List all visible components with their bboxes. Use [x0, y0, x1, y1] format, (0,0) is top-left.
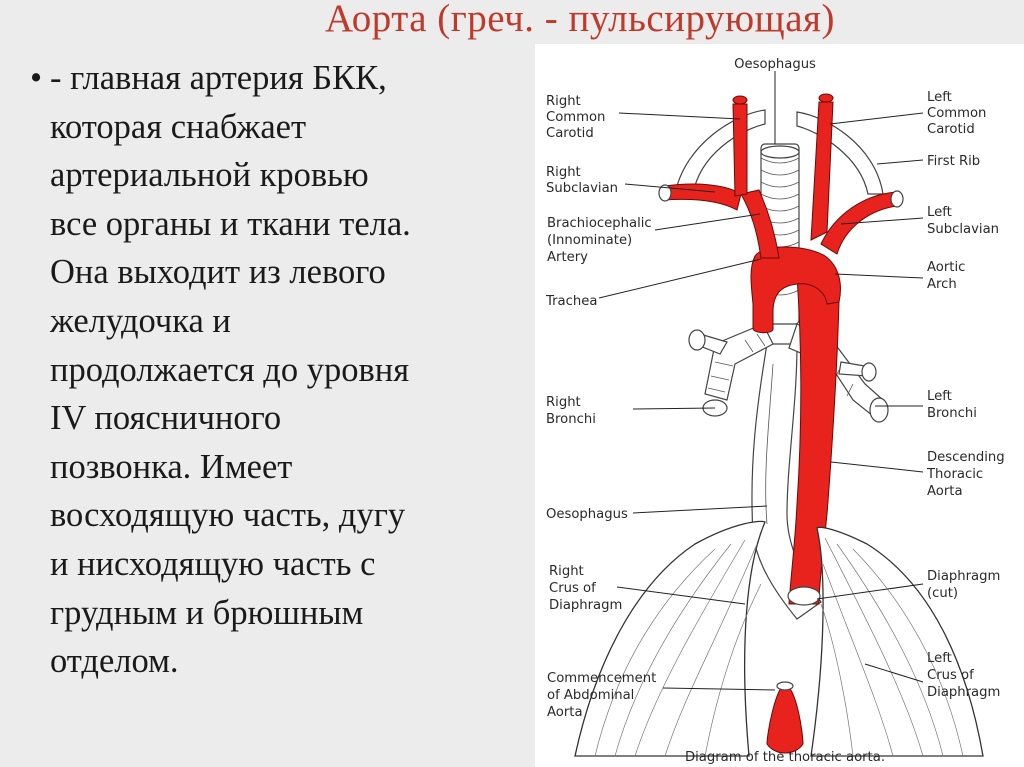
label-oesophagus-top: Oesophagus [734, 57, 816, 72]
diaphragm [574, 520, 984, 757]
label-left-bronchi: Left Bronchi [927, 389, 977, 421]
first-rib-right [674, 109, 766, 195]
bullet-marker: • [30, 59, 43, 97]
body-paragraph: - главная артерия БКК, которая снабжает … [50, 59, 411, 681]
aorta-diagram-panel: Oesophagus Right Common Carotid Right Su… [535, 44, 1024, 767]
label-brachiocephalic: Brachiocephalic (Innominate) Artery [547, 216, 656, 265]
label-right-crus: Right Crus of Diaphragm [549, 564, 622, 613]
label-trachea: Trachea [545, 294, 597, 309]
body-text: • - главная артерия БКК, которая снабжае… [30, 54, 530, 686]
label-right-subclavian: Right Subclavian [546, 165, 618, 196]
slide-title: Аорта (греч. - пульсирующая) [325, 0, 835, 40]
diagram-caption: Diagram of the thoracic aorta. [685, 750, 885, 765]
label-descending-thoracic-aorta: Descending Thoracic Aorta [926, 450, 1009, 499]
right-bronchi [688, 323, 774, 417]
aorta [658, 93, 904, 606]
abdominal-aorta-commencement [766, 683, 804, 754]
right-common-carotid-artery [732, 103, 748, 197]
label-left-subclavian: Left Subclavian [927, 205, 999, 237]
label-right-common-carotid: Right Common Carotid [546, 94, 610, 141]
label-aortic-arch: Aortic Arch [927, 260, 970, 292]
label-commencement-abdominal-aorta: Commencement of Abdominal Aorta [547, 671, 661, 720]
label-right-bronchi: Right Bronchi [546, 395, 596, 427]
first-rib-left [796, 111, 884, 195]
aorta-diagram: Oesophagus Right Common Carotid Right Su… [545, 57, 1009, 765]
label-first-rib: First Rib [927, 154, 980, 169]
label-oesophagus-mid: Oesophagus [546, 507, 628, 522]
leader-lines [598, 71, 924, 691]
aorta-cut-end [787, 586, 821, 606]
label-left-crus: Left Crus of Diaphragm [927, 651, 1000, 700]
descending-thoracic-aorta [788, 275, 840, 605]
aortic-arch [750, 246, 841, 334]
diagram-labels: Oesophagus Right Common Carotid Right Su… [545, 57, 1009, 765]
label-left-common-carotid: Left Common Carotid [927, 90, 991, 137]
brachiocephalic-artery [740, 189, 780, 259]
label-diaphragm-cut: Diaphragm (cut) [927, 569, 1005, 601]
